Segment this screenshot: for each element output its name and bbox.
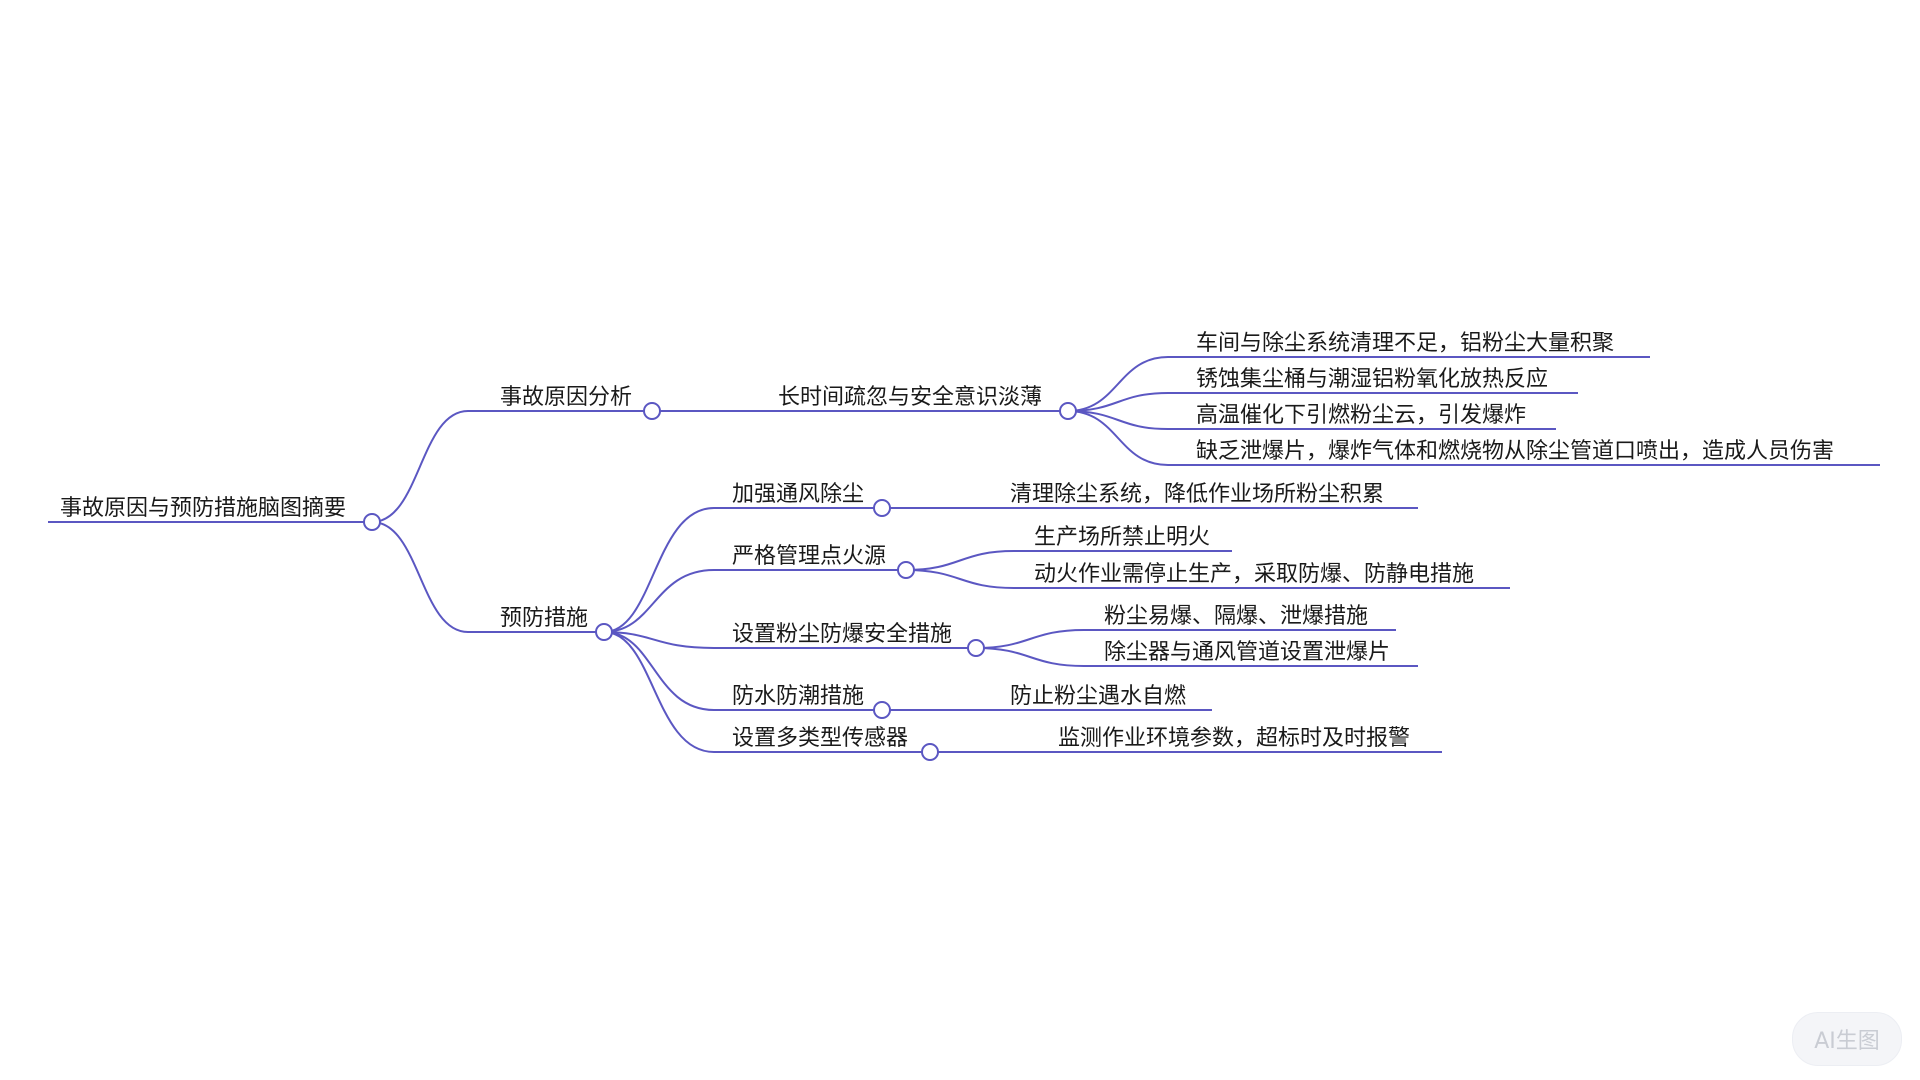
edge-m2-leaf-1	[905, 550, 1015, 571]
node-cause-leaf-2[interactable]: 锈蚀集尘桶与潮湿铝粉氧化放热反应	[1196, 367, 1548, 392]
node-measure-2[interactable]: 严格管理点火源	[732, 544, 886, 569]
edge-prevention-m1	[603, 507, 715, 633]
edge-root-causes	[371, 410, 469, 523]
node-cause-detail[interactable]: 长时间疏忽与安全意识淡薄	[778, 385, 1042, 410]
node-measure-5-leaf[interactable]: 监测作业环境参数，超标时及时报警	[1058, 726, 1410, 751]
collapse-toggle-measure-5[interactable]	[921, 743, 939, 761]
edge-prevention-m2	[603, 569, 715, 633]
edge-cause-leaf-4	[1067, 410, 1169, 466]
collapse-toggle-measure-2[interactable]	[897, 561, 915, 579]
node-prevention[interactable]: 预防措施	[500, 606, 588, 631]
node-measure-2-leaf-2[interactable]: 动火作业需停止生产，采取防爆、防静电措施	[1034, 562, 1474, 587]
edge-m2-leaf-2	[905, 569, 1015, 589]
collapse-toggle-prevention[interactable]	[595, 623, 613, 641]
toggle-dots	[363, 402, 1077, 761]
connectors	[371, 356, 1169, 753]
edge-prevention-m4	[603, 631, 715, 711]
edge-cause-leaf-1	[1067, 356, 1169, 412]
edge-prevention-m3	[603, 631, 715, 649]
node-measure-2-leaf-1[interactable]: 生产场所禁止明火	[1034, 525, 1210, 550]
node-causes[interactable]: 事故原因分析	[500, 385, 632, 410]
node-measure-1-leaf[interactable]: 清理除尘系统，降低作业场所粉尘积累	[1010, 482, 1384, 507]
edge-m3-leaf-1	[975, 629, 1085, 649]
edge-prevention-m5	[603, 631, 715, 753]
node-measure-3[interactable]: 设置粉尘防爆安全措施	[732, 622, 952, 647]
edge-root-prevention	[371, 521, 469, 633]
collapse-toggle-measure-4[interactable]	[873, 701, 891, 719]
node-measure-3-leaf-2[interactable]: 除尘器与通风管道设置泄爆片	[1104, 640, 1390, 665]
root-node[interactable]: 事故原因与预防措施脑图摘要	[60, 496, 346, 521]
node-measure-5[interactable]: 设置多类型传感器	[732, 726, 908, 751]
node-measure-4[interactable]: 防水防潮措施	[732, 684, 864, 709]
collapse-toggle-cause-detail[interactable]	[1059, 402, 1077, 420]
underlines	[48, 356, 1880, 753]
node-cause-leaf-4[interactable]: 缺乏泄爆片，爆炸气体和燃烧物从除尘管道口喷出，造成人员伤害	[1196, 439, 1834, 464]
collapse-toggle-causes[interactable]	[643, 402, 661, 420]
edge-cause-leaf-3	[1067, 410, 1169, 430]
node-cause-leaf-1[interactable]: 车间与除尘系统清理不足，铝粉尘大量积聚	[1196, 331, 1614, 356]
edge-cause-leaf-2	[1067, 392, 1169, 412]
node-measure-1[interactable]: 加强通风除尘	[732, 482, 864, 507]
labels: 事故原因与预防措施脑图摘要 事故原因分析 长时间疏忽与安全意识淡薄 车间与除尘系…	[60, 331, 1834, 751]
collapse-toggle-measure-1[interactable]	[873, 499, 891, 517]
collapse-toggle-root[interactable]	[363, 513, 381, 531]
node-measure-3-leaf-1[interactable]: 粉尘易爆、隔爆、泄爆措施	[1104, 604, 1368, 629]
node-cause-leaf-3[interactable]: 高温催化下引燃粉尘云，引发爆炸	[1196, 403, 1526, 428]
node-measure-4-leaf[interactable]: 防止粉尘遇水自燃	[1010, 684, 1186, 709]
edge-m3-leaf-2	[975, 647, 1085, 667]
collapse-toggle-measure-3[interactable]	[967, 639, 985, 657]
ai-generate-button[interactable]: AI生图	[1792, 1012, 1902, 1066]
